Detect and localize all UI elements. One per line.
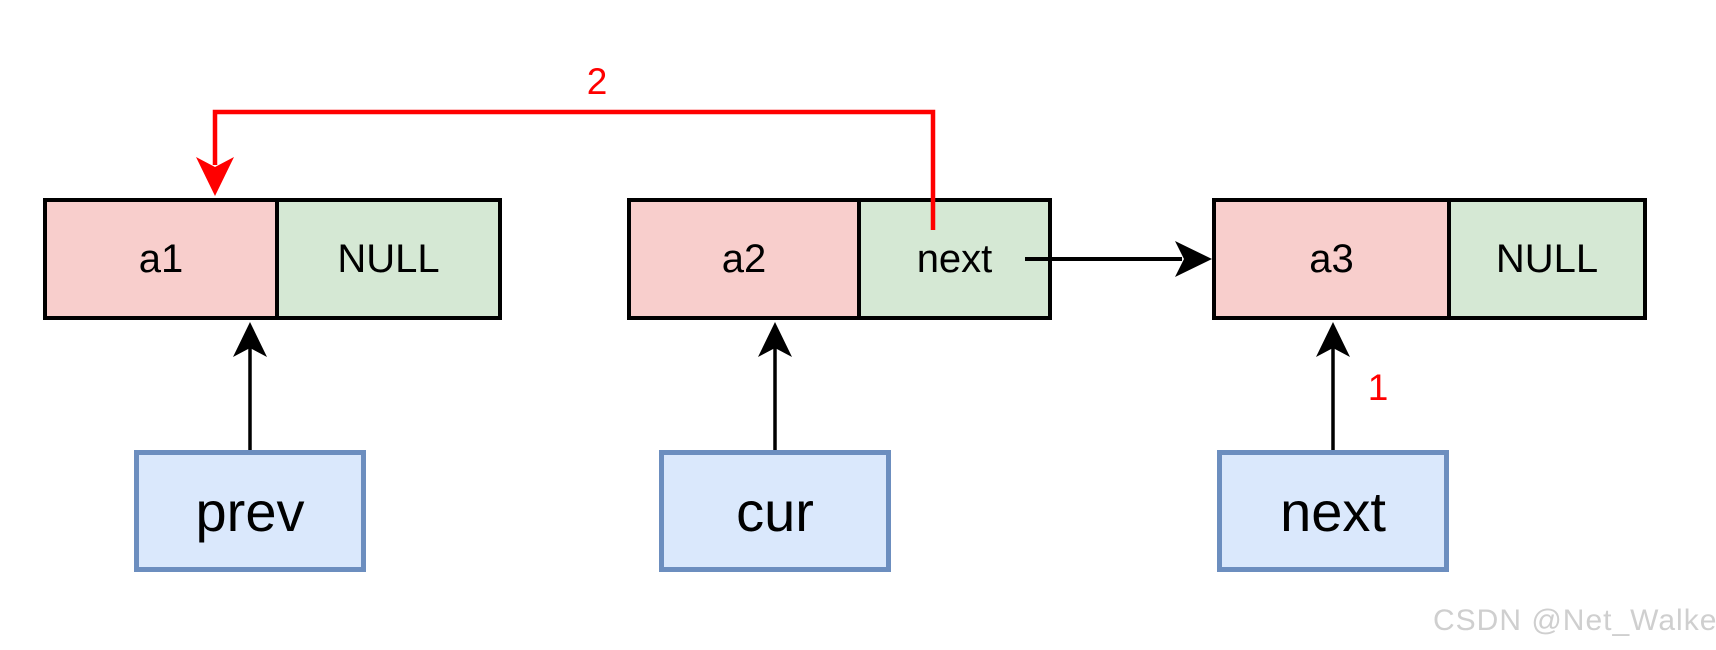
arrow-next-to-a3 [1316,322,1350,450]
step-label-1: 1 [1367,367,1389,408]
pointer-box-prev: prev [134,450,366,572]
node3-value-cell: a3 [1216,202,1447,316]
list-node-2: a2 next [627,198,1052,320]
step-label-2: 2 [586,61,608,102]
node2-pointer-cell: next [857,202,1048,316]
arrow-cur-to-a2 [758,322,792,450]
pointer-box-prev-label: prev [195,479,305,543]
node2-value-cell: a2 [631,202,857,316]
node3-pointer-cell: NULL [1447,202,1643,316]
arrow-prev-to-a1 [233,322,267,450]
node1-pointer-cell: NULL [275,202,498,316]
list-node-3: a3 NULL [1212,198,1647,320]
pointer-box-next: next [1217,450,1449,572]
pointer-box-next-label: next [1280,479,1386,543]
node1-value-cell: a1 [47,202,275,316]
arrow-a2next-to-a3 [1025,241,1212,277]
pointer-box-cur: cur [659,450,891,572]
watermark: CSDN @Net_Walke [1433,604,1716,637]
pointer-box-cur-label: cur [736,479,814,543]
list-node-1: a1 NULL [43,198,502,320]
